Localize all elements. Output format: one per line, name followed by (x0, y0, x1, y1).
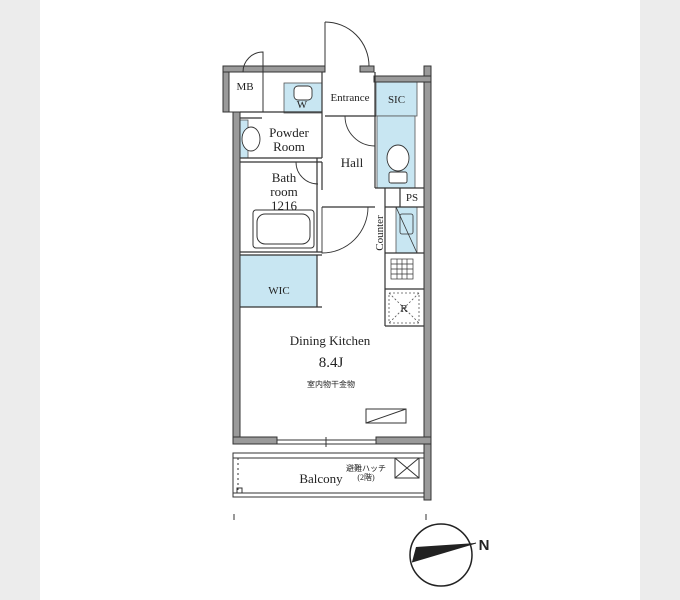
room-label-powder-room: Powder Room (254, 126, 324, 154)
powder-room-line-2: Room (273, 139, 305, 154)
wic-fill (239, 254, 318, 308)
compass (409, 523, 477, 587)
compass-label: N (478, 537, 490, 554)
wall-left (232, 111, 241, 445)
bath-room-line-3: 1216 (271, 198, 297, 213)
room-label-w: W (296, 99, 308, 111)
room-label-evacuation-hatch: 避難ハッチ (2階) (342, 464, 390, 482)
wall-right-bottom (375, 436, 432, 445)
wall-top-mid (359, 65, 375, 73)
room-label-ps: PS (405, 192, 419, 204)
room-label-indoor-drying: 室内物干金物 (307, 380, 355, 389)
room-label-r: R (400, 303, 408, 315)
balcony-outline (232, 452, 425, 498)
room-label-dining-kitchen: Dining Kitchen (289, 333, 371, 348)
compass-circle (409, 523, 473, 587)
room-label-hall: Hall (340, 155, 364, 170)
room-label-mb: MB (236, 81, 254, 93)
evacuation-hatch-line-1: 避難ハッチ (346, 464, 386, 473)
room-label-sic: SIC (387, 94, 406, 106)
room-label-dining-kitchen-size: 8.4J (318, 355, 344, 371)
bath-door-swing (321, 206, 369, 254)
room-label-wic: WIC (268, 285, 290, 297)
wall-top-right (373, 75, 432, 83)
bath-room-line-2: room (270, 184, 298, 199)
hall-door-swing (344, 115, 376, 147)
sic-fill (375, 81, 418, 117)
wall-left-bottom (232, 436, 278, 445)
powder-door-swing (295, 161, 319, 185)
powder-room-line-1: Powder (269, 125, 309, 140)
evacuation-hatch-line-2: (2階) (357, 473, 375, 482)
wall-top-left (222, 65, 326, 73)
wall-right (423, 65, 432, 501)
floor-plan-sheet: MB W Entrance SIC Powder Room Hall Bath … (40, 0, 640, 600)
wall-left-mb (222, 65, 230, 113)
room-label-bath-room: Bath room 1216 (254, 171, 314, 213)
floor-plan-drawing (222, 21, 477, 587)
room-label-counter: Counter (374, 215, 386, 251)
room-label-entrance: Entrance (330, 92, 370, 104)
room-label-balcony: Balcony (299, 471, 343, 486)
bath-room-line-1: Bath (271, 170, 297, 185)
